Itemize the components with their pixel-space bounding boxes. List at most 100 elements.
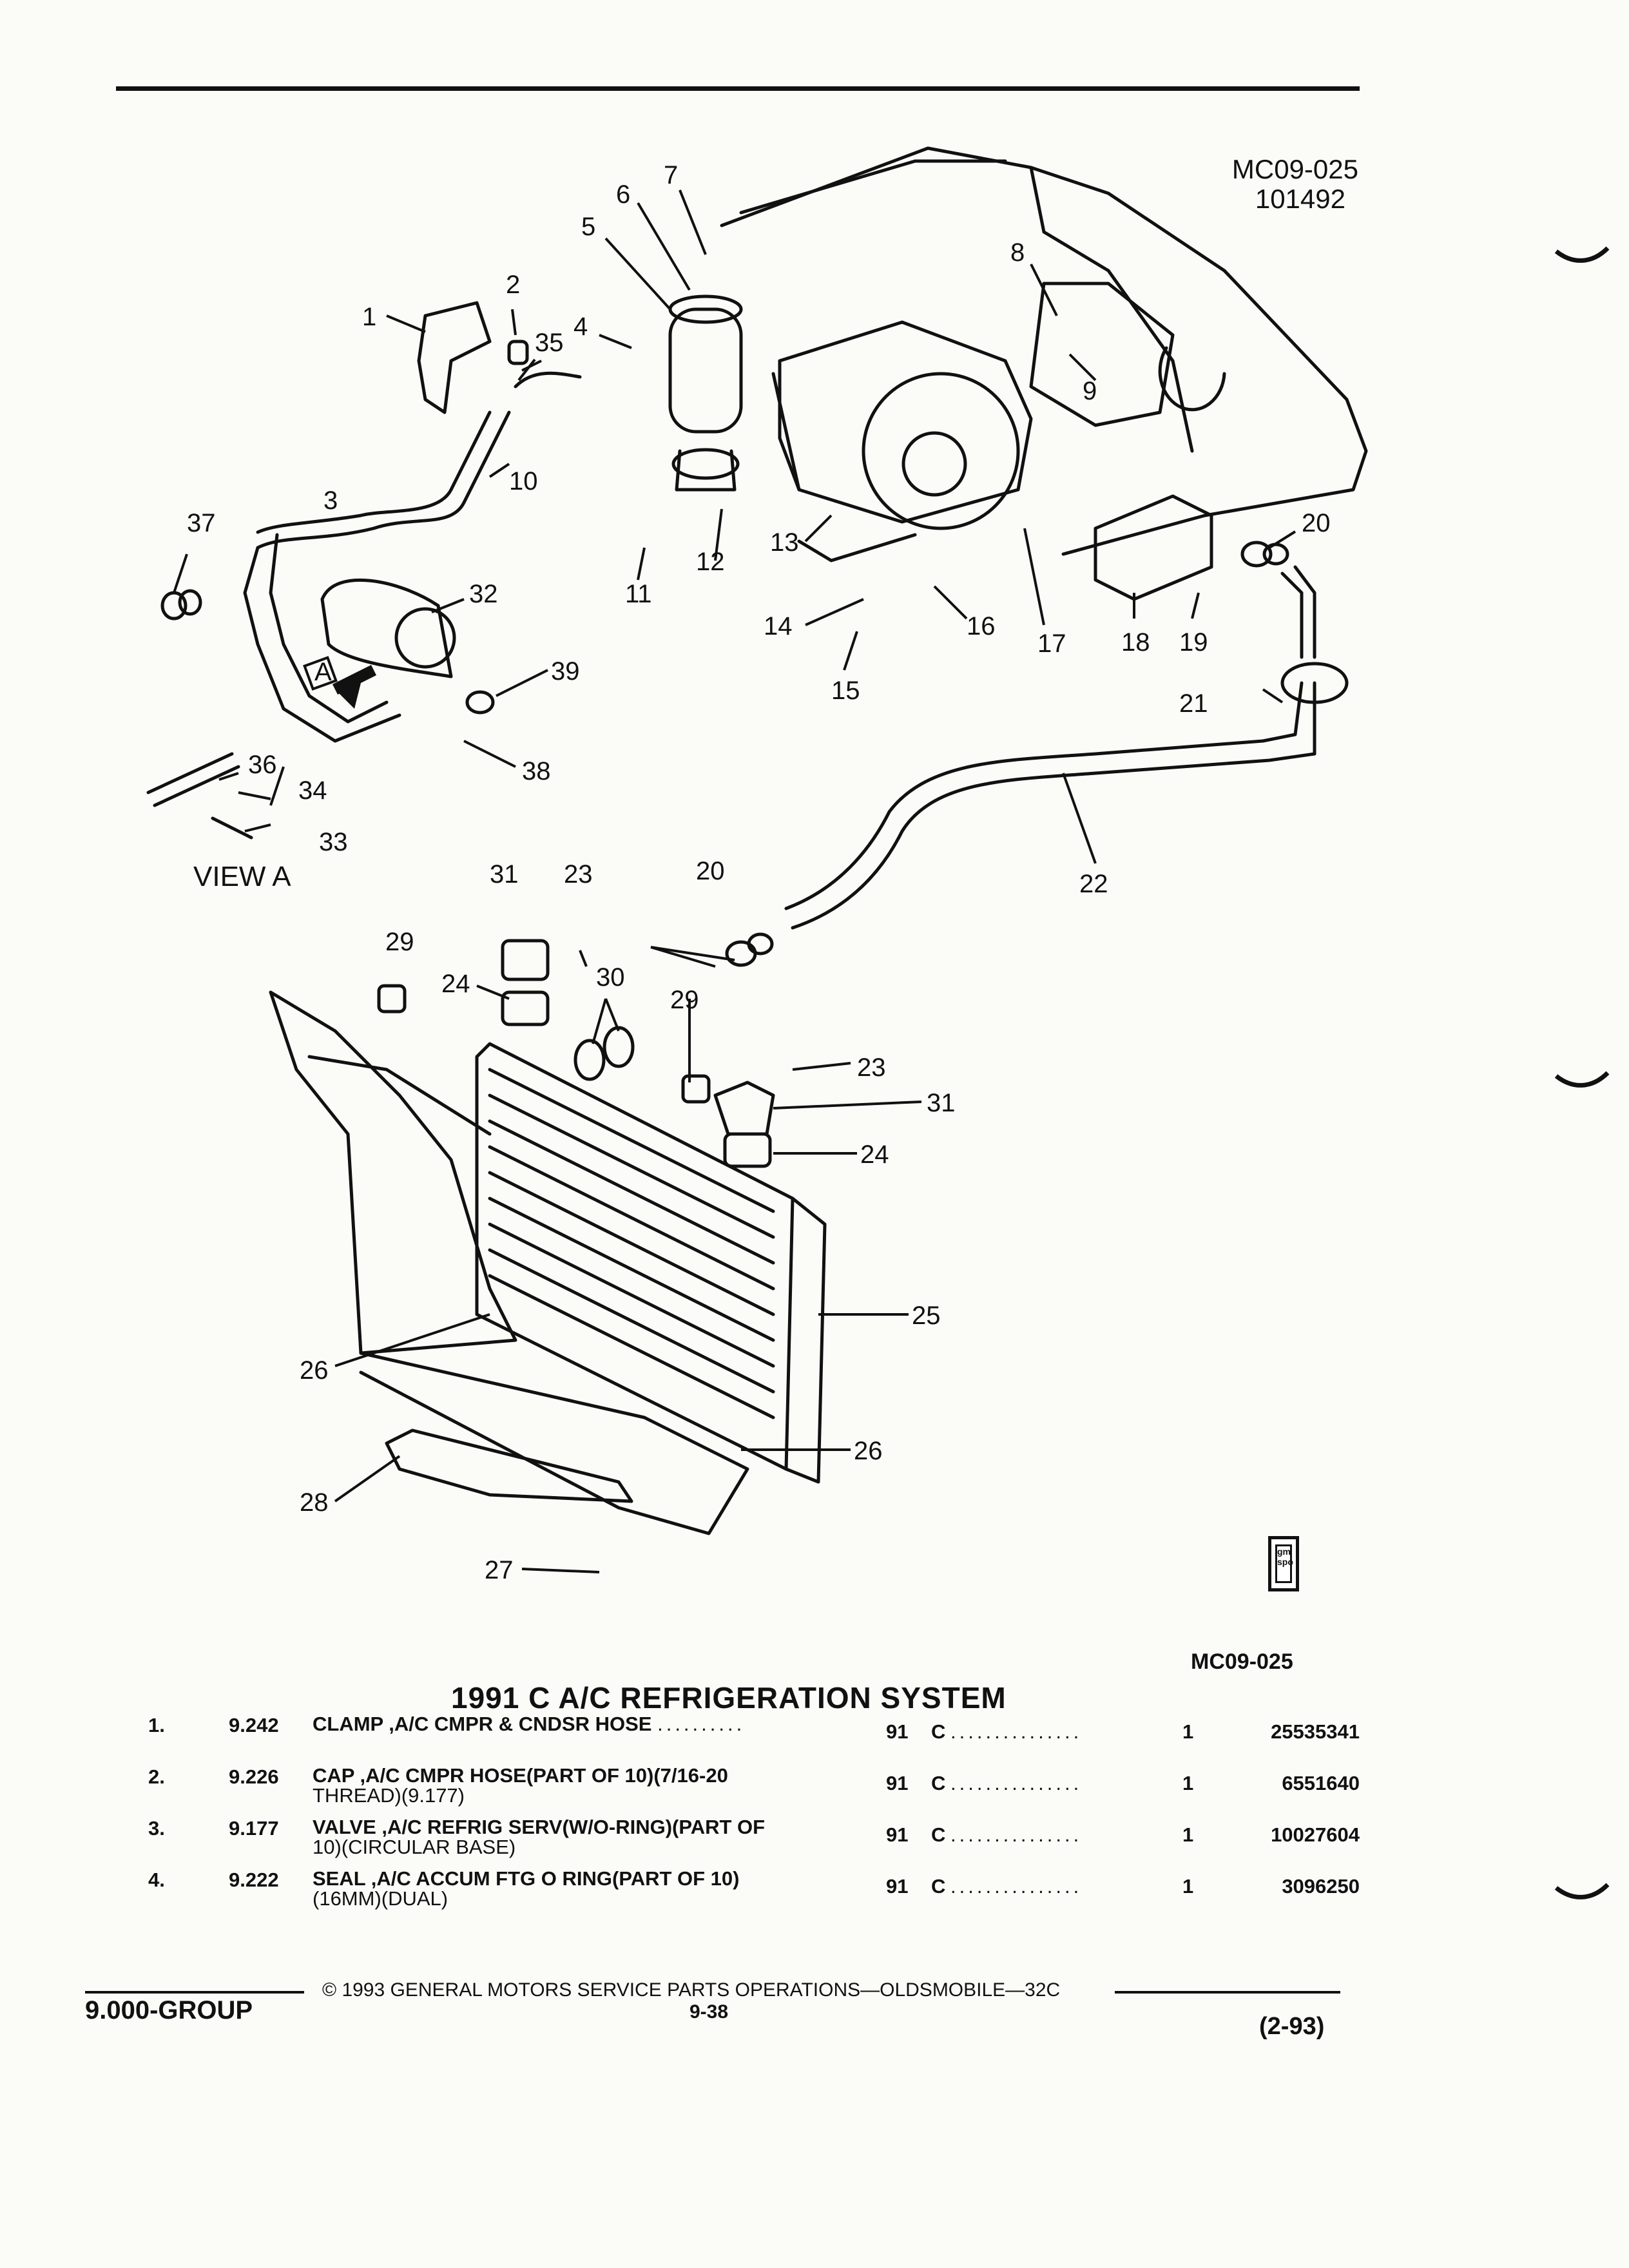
section-title: 1991 C A/C REFRIGERATION SYSTEM	[451, 1681, 1007, 1715]
callout-16: 16	[967, 612, 996, 640]
callout-37: 37	[187, 509, 216, 537]
callout-24-right: 24	[860, 1140, 889, 1169]
compressor	[320, 578, 453, 678]
exploded-parts-diagram: A 1 2 3 4 5 6 7 8 9 10 11 12 13 14 15 16…	[146, 146, 1368, 1584]
page-number: 9-38	[689, 2001, 729, 2023]
footer-rule-right	[1115, 1991, 1340, 1994]
series-code: C	[931, 1823, 946, 1846]
part-number: 3096250	[1282, 1875, 1360, 1898]
model-year: 91	[886, 1875, 909, 1898]
callout-13: 13	[770, 528, 799, 557]
series-code: C	[931, 1720, 946, 1743]
callout-8: 8	[1010, 238, 1025, 267]
quantity: 1	[1182, 1875, 1194, 1898]
bracket-31-right	[713, 1081, 775, 1136]
callout-31-right: 31	[927, 1089, 956, 1117]
group-number: 9.242	[229, 1714, 279, 1736]
callout-19: 19	[1179, 628, 1208, 657]
switch-33	[211, 816, 253, 840]
callout-27: 27	[485, 1556, 514, 1584]
footer-rule-left	[85, 1991, 304, 1994]
top-rule	[116, 86, 1360, 91]
callout-21: 21	[1179, 689, 1208, 718]
callout-14: 14	[764, 612, 793, 640]
footer-date: (2-93)	[1259, 2013, 1325, 2040]
parts-row: 1. 9.242 CLAMP ,A/C CMPR & CNDSR HOSE ..…	[142, 1714, 1366, 1765]
callout-34: 34	[298, 776, 327, 805]
insulator-24-right	[723, 1132, 772, 1168]
parts-list: 1. 9.242 CLAMP ,A/C CMPR & CNDSR HOSE ..…	[142, 1714, 1366, 1920]
gm-spo-logo-text: gm spo	[1275, 1544, 1293, 1583]
leader-dots: ...............	[950, 1772, 1083, 1794]
callout-31-top: 31	[490, 860, 519, 889]
group-number: 9.177	[229, 1817, 279, 1840]
binding-hook-mark	[1554, 246, 1610, 263]
part-description: VALVE ,A/C REFRIG SERV(W/O-RING)(PART OF…	[313, 1816, 766, 1858]
callout-26-right: 26	[854, 1437, 883, 1465]
callout-29-left: 29	[385, 928, 414, 956]
seal-39	[465, 690, 495, 715]
callout-10: 10	[509, 467, 538, 495]
condenser	[475, 1042, 795, 1471]
callout-11: 11	[625, 580, 652, 608]
parts-row: 4. 9.222 SEAL ,A/C ACCUM FTG O RING(PART…	[142, 1869, 1366, 1920]
callout-5: 5	[581, 213, 595, 241]
callout-20-lower: 20	[696, 857, 725, 885]
gm-spo-logo-icon: gm spo	[1268, 1536, 1299, 1591]
figure-code: MC09-025	[1231, 154, 1358, 184]
item-number: 2.	[148, 1765, 165, 1788]
leader-dots: ...............	[950, 1720, 1083, 1743]
callout-36: 36	[248, 751, 277, 779]
evaporator-housing	[778, 320, 1033, 524]
quantity: 1	[1182, 1823, 1194, 1846]
series-code: C	[931, 1772, 946, 1794]
callout-38: 38	[522, 757, 551, 785]
callout-4: 4	[574, 312, 588, 341]
callout-17: 17	[1037, 629, 1066, 658]
part-description: CLAMP ,A/C CMPR & CNDSR HOSE ..........	[313, 1713, 746, 1735]
baffle-28	[385, 1428, 633, 1503]
callout-12: 12	[696, 548, 725, 576]
figure-date: 101492	[1255, 184, 1345, 214]
series-code: C	[931, 1875, 946, 1898]
accumulator	[668, 307, 743, 434]
callout-1: 1	[362, 303, 376, 331]
callout-3: 3	[323, 486, 338, 515]
part-number: 6551640	[1282, 1772, 1360, 1794]
parts-row: 2. 9.226 CAP ,A/C CMPR HOSE(PART OF 10)(…	[142, 1765, 1366, 1817]
callout-24-top: 24	[441, 970, 470, 998]
clamp-1	[417, 301, 492, 414]
callout-30: 30	[596, 963, 625, 992]
cap-2	[507, 340, 529, 365]
leader-dots: ...............	[950, 1823, 1083, 1846]
oring-20-upper	[1240, 541, 1273, 568]
oring-20-lower	[725, 940, 757, 967]
group-number: 9.222	[229, 1869, 279, 1891]
model-year: 91	[886, 1772, 909, 1794]
bulkhead-plate	[1029, 282, 1175, 427]
radiator-support	[269, 990, 517, 1355]
callout-22: 22	[1079, 870, 1108, 898]
module-18	[1094, 494, 1213, 601]
pad-29-left	[377, 984, 407, 1014]
bracket-31-top	[501, 939, 550, 981]
callout-7: 7	[664, 161, 678, 189]
group-number: 9.226	[229, 1765, 279, 1788]
insulator-24-top	[501, 990, 550, 1026]
callout-28: 28	[300, 1488, 329, 1517]
view-a-label: VIEW A	[193, 861, 291, 892]
callout-6: 6	[616, 180, 630, 209]
callout-9: 9	[1083, 377, 1097, 405]
callout-35: 35	[535, 329, 564, 357]
pad-29-right	[681, 1074, 711, 1104]
binding-hook-mark	[1554, 1071, 1610, 1088]
callout-32: 32	[469, 580, 498, 608]
part-number: 10027604	[1271, 1823, 1360, 1846]
footer-group: 9.000-GROUP	[85, 1996, 253, 2024]
callout-20-upper: 20	[1302, 509, 1331, 537]
part-description: SEAL ,A/C ACCUM FTG O RING(PART OF 10)(1…	[313, 1867, 740, 1910]
item-number: 3.	[148, 1817, 165, 1840]
muffler-21	[1280, 662, 1349, 704]
leader-dots: ...............	[950, 1875, 1083, 1898]
